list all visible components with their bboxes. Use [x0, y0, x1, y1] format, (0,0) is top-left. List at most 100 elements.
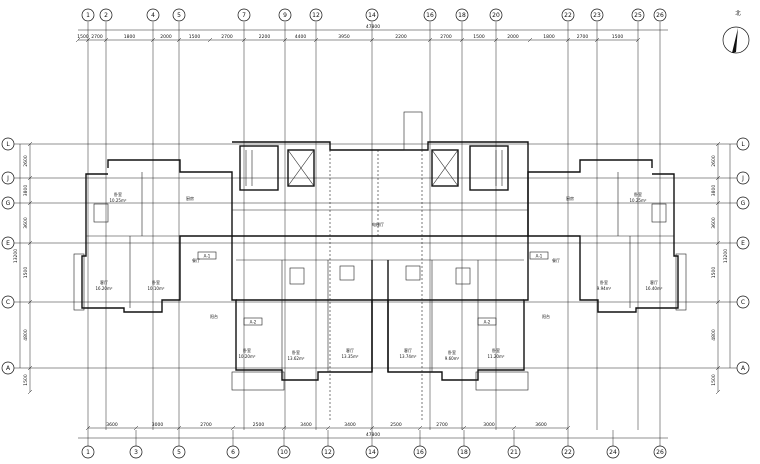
- axis-bubble-bottom: [561, 445, 575, 459]
- dim-right-tick: [715, 141, 721, 147]
- balcony-south-left: [231, 371, 285, 391]
- axis-bubble-top: [561, 8, 575, 22]
- wall-left-wing: [81, 159, 233, 313]
- shaft-top: [403, 111, 423, 151]
- dim-right-tick: [715, 240, 721, 246]
- dim-bottom-total-text: 47800: [366, 432, 380, 438]
- room-label: 厨房: [186, 195, 194, 201]
- elevator-right: [431, 149, 459, 187]
- axis-bubble-bottom: [321, 445, 335, 459]
- wall-core: [232, 141, 529, 236]
- dim-right-tick: [715, 175, 721, 181]
- dim-bottom-text: 3600: [535, 422, 547, 428]
- unit-tag: A-2: [484, 320, 491, 325]
- room-label: 13.62m²: [288, 356, 305, 361]
- axis-bubble-right: [736, 361, 750, 375]
- room-label: 客厅: [650, 279, 658, 285]
- dim-top-text: 1800: [124, 34, 136, 40]
- axis-label-top: 7: [242, 12, 246, 19]
- dim-left-text: 3800: [23, 185, 29, 197]
- dim-bottom-text: 2500: [253, 422, 265, 428]
- dim-right-tick: [715, 299, 721, 305]
- dim-bottom-tick: [325, 425, 331, 431]
- room-label: 卧室: [634, 191, 642, 197]
- axis-bubble-left: [1, 295, 15, 309]
- unit-tags: A-1 A-2 A-2 A-1: [197, 251, 549, 326]
- axis-bubble-right: [736, 171, 750, 185]
- axis-label-right: L: [741, 141, 745, 148]
- dim-left-text: 1500: [23, 267, 29, 279]
- dim-top-tick: [369, 37, 375, 43]
- axis-label-bottom: 3: [134, 449, 138, 456]
- dim-top-tick: [313, 37, 319, 43]
- balcony-left: [73, 253, 85, 311]
- north-arrow-pointer: [732, 28, 738, 53]
- axis-bubble-right: [736, 295, 750, 309]
- axis-bubble-bottom: [226, 445, 240, 459]
- dim-left-text: 2600: [23, 155, 29, 167]
- axis-label-left: J: [6, 175, 9, 182]
- dim-top-text: 2000: [160, 34, 172, 40]
- north-label: 北: [735, 9, 741, 17]
- axis-bubble-left: [1, 171, 15, 185]
- unit-tag: A-2: [250, 320, 257, 325]
- axis-bubble-bottom: [457, 445, 471, 459]
- dim-right-text: 1500: [711, 374, 717, 386]
- dim-top-total-text: 47800: [366, 24, 380, 30]
- axis-bubble-top: [309, 8, 323, 22]
- dim-left-tick: [27, 175, 33, 181]
- axis-label-top: 2: [104, 12, 108, 19]
- axis-bubble-top: [631, 8, 645, 22]
- room-label: 9.94m²: [597, 286, 612, 291]
- dim-left-tick: [27, 200, 33, 206]
- room-label: 11.20m²: [488, 354, 505, 359]
- dim-top-tick: [427, 37, 433, 43]
- axis-bubble-left: [1, 137, 15, 151]
- balcony-south-right: [475, 371, 529, 391]
- axis-bubble-bottom: [653, 445, 667, 459]
- dim-right-text: 3800: [711, 185, 717, 197]
- dim-top-tick: [75, 37, 81, 43]
- room-label: 客厅: [100, 279, 108, 285]
- axis-bubble-bottom: [172, 445, 186, 459]
- dim-right-text: 2600: [711, 155, 717, 167]
- room-label: 客厅: [404, 347, 412, 353]
- dim-bottom-text: 2700: [436, 422, 448, 428]
- axis-label-right: E: [741, 240, 745, 247]
- axis-label-bottom: 22: [564, 449, 572, 456]
- axis-label-top: 1: [86, 12, 90, 19]
- dim-top-tick: [493, 37, 499, 43]
- axis-bubble-top: [81, 8, 95, 22]
- room-label: 13.35m²: [342, 354, 359, 359]
- dim-right-tick: [715, 200, 721, 206]
- dim-bottom-tick: [369, 425, 375, 431]
- dim-top-tick: [241, 37, 247, 43]
- axis-label-top: 9: [283, 12, 287, 19]
- dim-left-tick: [27, 365, 33, 371]
- dim-top-text: 1800: [543, 34, 555, 40]
- axis-label-right: A: [741, 365, 746, 372]
- axis-bubble-left: [1, 236, 15, 250]
- dim-bottom-tick: [176, 425, 182, 431]
- dim-top-text: 1500: [189, 34, 201, 40]
- axis-bubble-bottom: [81, 445, 95, 459]
- dim-top-tick: [282, 37, 288, 43]
- axis-label-top: 16: [426, 12, 434, 19]
- room-label: 卧室: [448, 349, 456, 355]
- room-label: 餐厅: [552, 257, 560, 263]
- axis-label-bottom: 16: [416, 449, 424, 456]
- dim-bottom-tick: [417, 425, 423, 431]
- dim-bottom-tick: [565, 425, 571, 431]
- elevator-left: [287, 149, 315, 187]
- room-label: 10.20m²: [239, 354, 256, 359]
- axis-label-top: 18: [458, 12, 466, 19]
- dim-top-text: 1500: [612, 34, 624, 40]
- unit-tag: A-1: [536, 254, 543, 259]
- dim-top-tick: [635, 37, 641, 43]
- dim-top-text: 1500: [473, 34, 485, 40]
- axis-bubble-bottom: [129, 445, 143, 459]
- dim-bottom-tick: [85, 425, 91, 431]
- room-label: 10.10m²: [148, 286, 165, 291]
